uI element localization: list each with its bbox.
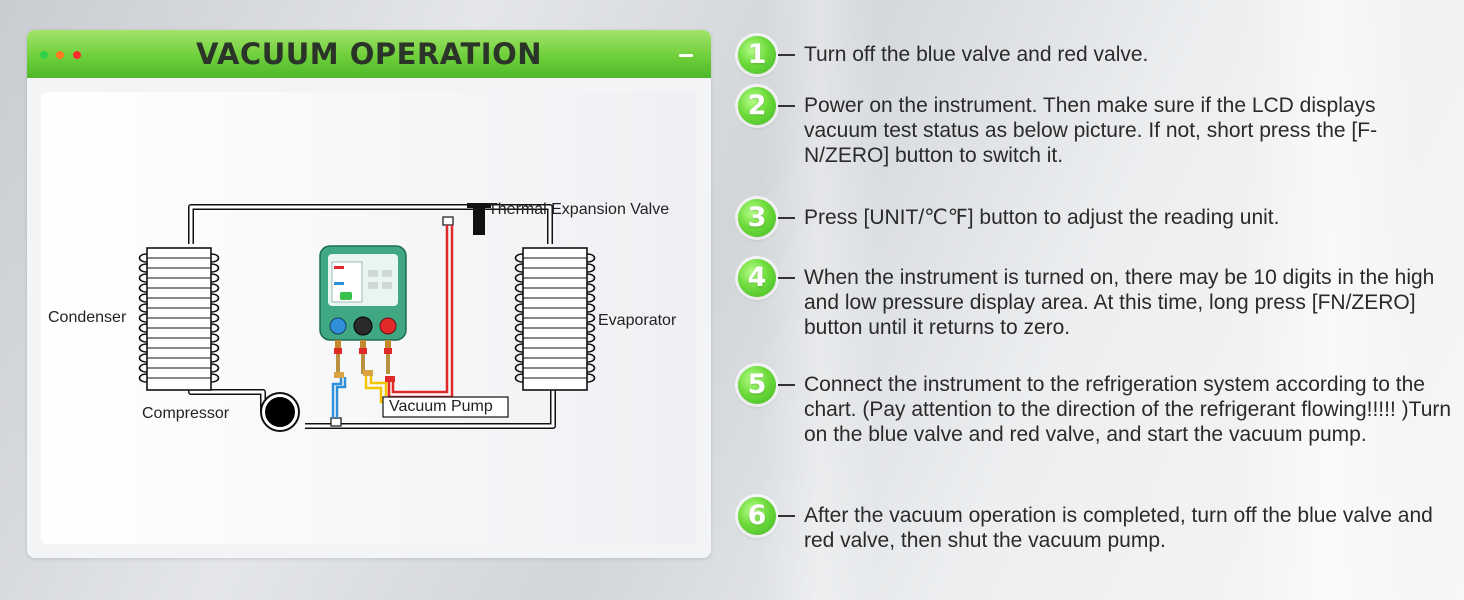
vacuum-pump-label: Vacuum Pump — [389, 398, 493, 415]
minimize-icon — [679, 54, 693, 57]
window-dot-red-icon — [73, 51, 81, 59]
vacuum-operation-panel: VACUUM OPERATION — [27, 30, 711, 558]
step-number-badge: 2 — [738, 87, 776, 125]
step-text: Connect the instrument to the refrigerat… — [804, 373, 1452, 446]
step-number-badge: 3 — [738, 199, 776, 237]
step-text: Power on the instrument. Then make sure … — [804, 94, 1378, 167]
window-dot-orange-icon — [56, 51, 64, 59]
step-connector — [778, 105, 795, 107]
digital-manifold-gauge-icon — [319, 245, 407, 382]
step-number-badge: 6 — [738, 497, 776, 535]
step-text: Turn off the blue valve and red valve. — [804, 43, 1149, 66]
step-number-badge: 1 — [738, 36, 776, 74]
step-connector — [778, 277, 795, 279]
diagram-drawing — [138, 203, 596, 432]
step-connector — [778, 515, 795, 517]
step-text: Press [UNIT/℃℉] button to adjust the rea… — [804, 206, 1280, 229]
evaporator-label: Evaporator — [598, 312, 677, 329]
step-text: After the vacuum operation is completed,… — [804, 504, 1433, 552]
refrigeration-diagram: Condenser Evaporator Compressor Thermal … — [41, 92, 696, 544]
evaporator-coil — [514, 247, 596, 391]
panel-header: VACUUM OPERATION — [27, 30, 711, 78]
condenser-label: Condenser — [48, 309, 127, 326]
condenser-coil — [138, 247, 220, 391]
window-dot-green-icon — [40, 51, 48, 59]
thermal-expansion-valve-label: Thermal Expansion Valve — [488, 201, 670, 218]
step-connector — [778, 217, 795, 219]
step-number-badge: 4 — [738, 259, 776, 297]
step-connector — [778, 54, 795, 56]
step-number-badge: 5 — [738, 366, 776, 404]
vacuum-pump-box — [382, 396, 509, 418]
step-text: When the instrument is turned on, there … — [804, 266, 1435, 339]
thermal-expansion-valve-icon — [473, 205, 485, 235]
step-connector — [778, 384, 795, 386]
compressor-label: Compressor — [142, 405, 230, 422]
panel-title: VACUUM OPERATION — [196, 37, 542, 71]
